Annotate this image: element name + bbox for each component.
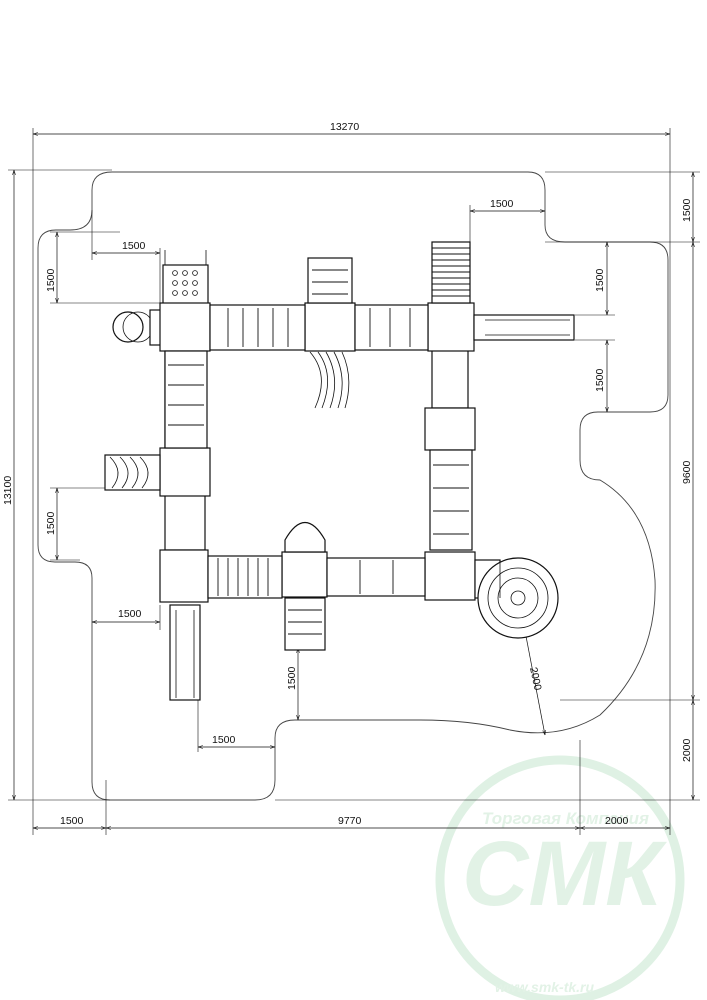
watermark-logo-text: СМК: [462, 823, 667, 925]
dim-left-lower-h: 1500: [118, 608, 142, 620]
ladder-bottom-middle-rungs: [288, 609, 322, 635]
dome-arch: [284, 522, 326, 553]
dim-bottom-main: 9770: [338, 815, 362, 827]
play-structure: [104, 241, 575, 701]
dim-right-upper-v: 1500: [594, 268, 606, 292]
dim-right-bottom: 2000: [681, 738, 693, 762]
dim-top-left-h: 1500: [122, 240, 146, 252]
tower-left-middle: [159, 447, 211, 497]
watermark-logo: Торговая Компания СМК www.smk-tk.ru: [435, 755, 685, 1000]
dim-right-middle-v: 1500: [594, 368, 606, 392]
watermark-url-text: www.smk-tk.ru: [495, 979, 595, 995]
bridge-right-slats: [433, 464, 469, 535]
dim-spiral-radius: 2000: [527, 666, 544, 691]
slide-right: [473, 314, 575, 341]
dim-bottom-right: 2000: [605, 815, 629, 827]
post-left-lower: [164, 494, 206, 551]
tower-bottom-left: [159, 549, 209, 603]
dim-right-top: 1500: [681, 198, 693, 222]
bridge-top-left-slats: [227, 308, 289, 347]
ladder-bottom-middle: [284, 597, 326, 651]
climbing-holes: [172, 270, 198, 296]
wave-slide-middle: [309, 351, 350, 409]
dim-left-upper-v: 1500: [45, 268, 57, 292]
tower-top-middle: [304, 302, 356, 352]
arc-climber-left: [104, 454, 161, 491]
ladder-top-right: [431, 241, 471, 304]
bridge-bottom-left: [207, 555, 283, 599]
tower-right-middle: [424, 407, 476, 451]
watermark-company-text: Торговая Компания: [482, 809, 649, 828]
bridge-top-right: [354, 304, 429, 351]
bridge-bottom-right-slats: [359, 560, 394, 594]
dim-left-middle-v: 1500: [45, 511, 57, 535]
tower-bottom-right: [424, 551, 476, 601]
dim-bottom-stair-v: 1500: [286, 666, 298, 690]
dim-bottom-left: 1500: [60, 815, 84, 827]
dim-top-right-h: 1500: [490, 198, 514, 210]
ladder-top-right-rungs: [432, 247, 470, 297]
tower-top-left: [159, 302, 211, 352]
bridge-top-right-slats: [369, 308, 411, 347]
ladder-top-middle-rungs: [312, 269, 348, 295]
bridge-left-vertical: [164, 350, 208, 449]
tower-top-right: [427, 302, 475, 352]
bridge-left-slats: [168, 364, 204, 426]
bridge-right-vertical: [429, 449, 473, 551]
dim-overall-height: 13100: [2, 476, 14, 505]
dim-inner-height: 9600: [681, 460, 693, 484]
spiral-slide: [474, 557, 559, 639]
post-right-upper: [431, 349, 469, 409]
tower-bottom-middle: [281, 551, 328, 598]
ring-element-1: [112, 311, 144, 343]
dimension-lines: 13270 13100 1500 9770 2000 1500 9600 200…: [2, 121, 700, 835]
bridge-bottom-right: [326, 557, 426, 597]
slide-bottom-left: [169, 604, 201, 701]
bridge-bottom-left-slats: [217, 558, 269, 596]
dim-overall-width: 13270: [330, 121, 359, 133]
dim-bottom-inner-h: 1500: [212, 734, 236, 746]
bridge-top-left: [209, 304, 306, 351]
ladder-top-middle: [307, 257, 353, 304]
